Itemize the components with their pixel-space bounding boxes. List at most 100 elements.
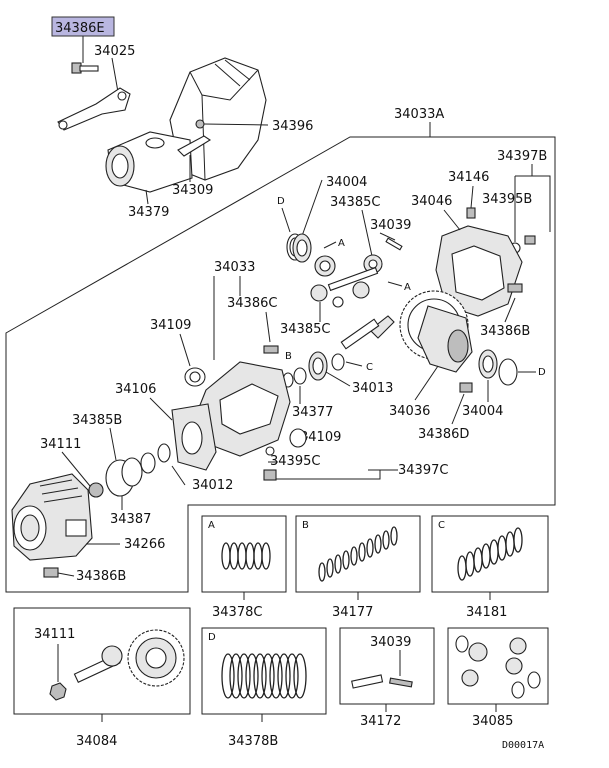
pinion-gear-icon xyxy=(101,645,123,667)
label-34004-top[interactable]: 34004 xyxy=(326,175,367,190)
kit-box-34084[interactable]: 34111 34084 xyxy=(13,607,191,749)
label-34309[interactable]: 34309 xyxy=(172,183,213,198)
ring-icon xyxy=(121,457,143,487)
washer-icon xyxy=(265,446,275,456)
box-letter-b: B xyxy=(302,520,309,531)
label-34377[interactable]: 34377 xyxy=(292,405,333,420)
spacer-icon xyxy=(293,367,307,385)
kit-box-c[interactable]: C 34181 xyxy=(431,515,549,620)
label-34386E[interactable]: 34386E xyxy=(55,21,105,36)
kit-box-b[interactable]: B 34177 xyxy=(295,515,421,620)
label-34033A[interactable]: 34033A xyxy=(394,107,444,122)
label-34084[interactable]: 34084 xyxy=(76,734,117,749)
bolt-icon xyxy=(263,345,279,354)
marker-d2: D xyxy=(538,367,546,378)
label-34385C-top[interactable]: 34385C xyxy=(330,195,380,210)
label-34378B[interactable]: 34378B xyxy=(228,734,278,749)
bracket-icon xyxy=(57,87,131,131)
clip-icon xyxy=(177,135,212,157)
label-34386B-bottom[interactable]: 34386B xyxy=(76,569,126,584)
label-34004-right[interactable]: 34004 xyxy=(462,404,503,419)
label-34109-mid[interactable]: 34109 xyxy=(300,430,341,445)
kit-box-d[interactable]: D 34378B xyxy=(201,627,327,749)
label-34036[interactable]: 34036 xyxy=(389,404,430,419)
nut-icon xyxy=(49,682,67,701)
ring-icon xyxy=(140,452,156,474)
spring-icon xyxy=(318,526,398,582)
label-34106[interactable]: 34106 xyxy=(115,382,156,397)
washer-icon xyxy=(455,635,469,653)
seal-icon xyxy=(498,358,518,386)
label-34386C[interactable]: 34386C xyxy=(227,296,277,311)
label-34012[interactable]: 34012 xyxy=(192,478,233,493)
label-34379[interactable]: 34379 xyxy=(128,205,169,220)
label-34111-mid[interactable]: 34111 xyxy=(40,437,81,452)
label-34109-left[interactable]: 34109 xyxy=(150,318,191,333)
pin-icon xyxy=(389,677,413,688)
label-34085[interactable]: 34085 xyxy=(472,714,513,729)
bolt-icon xyxy=(459,382,473,393)
washer-icon xyxy=(527,671,541,689)
label-34033[interactable]: 34033 xyxy=(214,260,255,275)
label-34397B[interactable]: 34397B xyxy=(497,149,547,164)
shaft-icon xyxy=(351,674,384,689)
label-34266[interactable]: 34266 xyxy=(124,537,165,552)
gear-icon xyxy=(509,637,527,655)
bolt-icon xyxy=(507,283,523,293)
label-34395B[interactable]: 34395B xyxy=(482,192,532,207)
label-34039-top[interactable]: 34039 xyxy=(370,218,411,233)
gear-icon xyxy=(468,642,488,662)
gear-icon xyxy=(352,281,370,299)
shaft-icon xyxy=(327,266,379,292)
box-letter-d: D xyxy=(208,632,216,643)
pin-icon xyxy=(385,237,403,251)
label-34039-kit[interactable]: 34039 xyxy=(370,635,411,650)
kit-box-34085[interactable]: 34085 xyxy=(447,627,549,729)
plug-icon xyxy=(524,235,536,245)
box-letter-c: C xyxy=(438,520,445,531)
label-34111-kit[interactable]: 34111 xyxy=(34,627,75,642)
marker-b: B xyxy=(285,351,292,362)
label-34395C[interactable]: 34395C xyxy=(270,454,320,469)
gear-icon xyxy=(310,284,328,302)
label-34386D[interactable]: 34386D xyxy=(418,427,469,442)
pinion-icon xyxy=(369,315,395,339)
spring-icon xyxy=(457,527,523,581)
ring-icon xyxy=(157,443,171,463)
label-34046[interactable]: 34046 xyxy=(411,194,452,209)
main-assembly: D 34004 A 34385C 34039 A 34046 34146 343 xyxy=(11,149,551,584)
diagram-code: D00017A xyxy=(502,740,544,751)
label-34397C[interactable]: 34397C xyxy=(398,463,448,478)
label-34396[interactable]: 34396 xyxy=(272,119,313,134)
label-34025[interactable]: 34025 xyxy=(94,44,135,59)
gear-icon xyxy=(461,669,479,687)
spacer-icon xyxy=(331,353,345,371)
plug-icon xyxy=(263,469,277,481)
washer-icon xyxy=(511,681,525,699)
label-34385B[interactable]: 34385B xyxy=(72,413,122,428)
label-34181[interactable]: 34181 xyxy=(466,605,507,620)
oil-seal-icon xyxy=(289,428,307,448)
top-assembly: 34386E 34025 34396 34309 34379 xyxy=(51,16,313,220)
bolt-icon xyxy=(195,119,205,129)
bolt-icon xyxy=(71,62,99,74)
label-34378C[interactable]: 34378C xyxy=(212,605,262,620)
label-34385C-mid[interactable]: 34385C xyxy=(280,322,330,337)
label-34386B-right[interactable]: 34386B xyxy=(480,324,530,339)
marker-a2: A xyxy=(404,282,411,293)
marker-d: D xyxy=(277,196,285,207)
label-34387[interactable]: 34387 xyxy=(110,512,151,527)
label-34146[interactable]: 34146 xyxy=(448,170,489,185)
marker-c: C xyxy=(366,362,373,373)
spring-icon xyxy=(221,542,271,570)
spring-icon xyxy=(221,653,307,699)
label-34013[interactable]: 34013 xyxy=(352,381,393,396)
washer-icon xyxy=(332,296,344,308)
nut-icon xyxy=(88,482,104,498)
kit-box-34172[interactable]: 34039 34172 xyxy=(339,627,435,729)
assembly-frame xyxy=(5,136,556,593)
label-34172[interactable]: 34172 xyxy=(360,714,401,729)
kit-box-a[interactable]: A 34378C xyxy=(201,515,287,620)
label-34177[interactable]: 34177 xyxy=(332,605,373,620)
